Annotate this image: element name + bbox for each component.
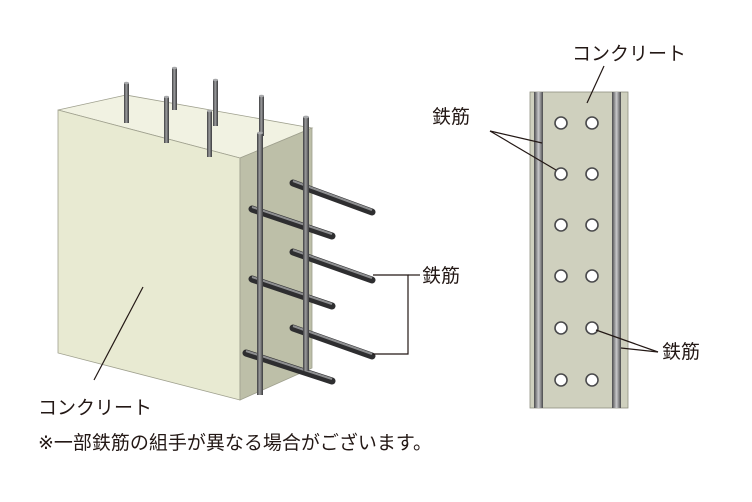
left-concrete-leader [93,286,144,381]
rebar-stub [124,83,129,123]
rebar-stub [213,80,218,126]
rebar-stub [259,96,264,136]
rebar-hole [585,218,599,232]
section-rebar-left [534,92,543,408]
rebar-hole [585,373,599,387]
rebar-hole [554,373,568,387]
cross-section [529,91,629,409]
rebar-hole [554,269,568,283]
rebar-hole [585,167,599,181]
top-rebar-stubs [124,66,264,157]
vertical-rebar [303,117,309,371]
footnote: ※一部鉄筋の組手が異なる場合がございます。 [38,432,433,454]
right-rebar-label-top: 鉄筋 [432,106,470,128]
rebar-stub [172,68,177,110]
concrete-front-face [57,109,241,401]
rebar-hole [585,321,599,335]
rebar-hole [585,269,599,283]
rebar-stub [207,111,212,157]
rebar-hole [554,116,568,130]
rebar-hole [554,321,568,335]
left-rebar-leader [373,274,420,355]
vertical-rebars [257,115,309,395]
vertical-rebar [257,133,263,395]
section-holes [554,116,599,387]
section-rebar-right [612,92,621,408]
rebar-hole [554,167,568,181]
right-concrete-leader [586,65,605,104]
rebar-stub [164,97,169,143]
section-concrete [529,91,629,409]
right-rebar-leader-bottom [595,329,659,353]
right-rebar-leader-top [489,130,557,171]
rebar-hole [585,116,599,130]
right-concrete-label: コンクリート [572,43,686,65]
left-rebar-label: 鉄筋 [422,265,460,287]
rebar-hole [554,218,568,232]
concrete-block [57,94,314,401]
right-rebar-label-bottom: 鉄筋 [662,341,700,363]
left-concrete-label: コンクリート [38,397,152,419]
